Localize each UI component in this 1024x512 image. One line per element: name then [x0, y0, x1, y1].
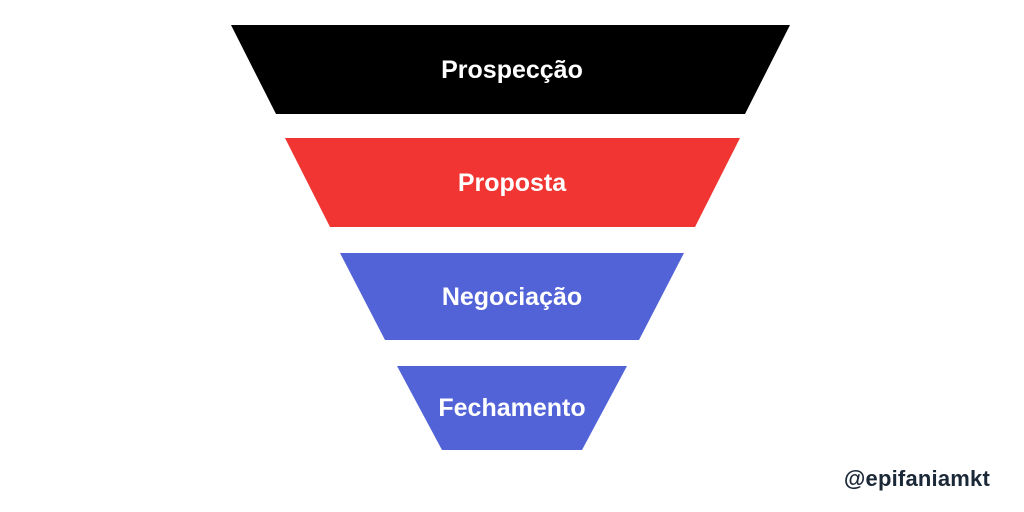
funnel-stage-proposta-label: Proposta — [458, 169, 567, 197]
funnel-stage-fechamento: Fechamento — [397, 366, 627, 450]
funnel-stage-negociacao-label: Negociação — [442, 283, 582, 311]
funnel-stage-prospeccao: Prospecção — [231, 25, 790, 114]
funnel-stage-fechamento-shape — [397, 366, 627, 450]
funnel-stage-proposta-shape — [285, 138, 740, 227]
funnel-stage-negociacao-shape — [340, 253, 684, 340]
funnel-stage-negociacao: Negociação — [340, 253, 684, 340]
funnel-stage-prospeccao-shape — [231, 25, 790, 114]
funnel-stage-fechamento-label: Fechamento — [438, 394, 585, 422]
funnel-stage-prospeccao-label: Prospecção — [441, 56, 583, 84]
brand-handle: @epifaniamkt — [843, 466, 990, 491]
funnel-stage-proposta: Proposta — [285, 138, 740, 227]
